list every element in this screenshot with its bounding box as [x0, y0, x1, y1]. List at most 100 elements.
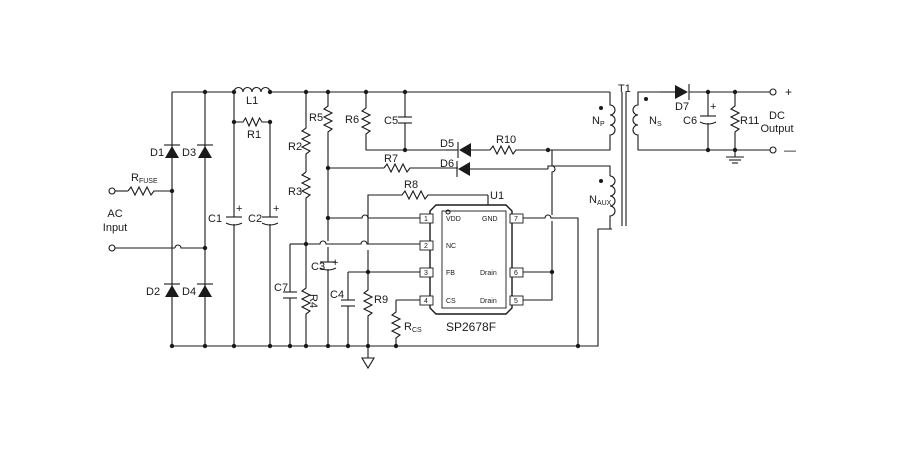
ic-pin-5-name: Drain — [480, 298, 497, 305]
ic-pin-5-num: 5 — [514, 298, 518, 305]
rfuse-label-sub: FUSE — [139, 178, 158, 185]
resistor-r9: R9 — [362, 272, 388, 346]
resistor-r3: R3 — [288, 171, 312, 244]
np-label-main: N — [592, 115, 600, 127]
c6-label: C6 — [683, 115, 697, 127]
ac-input-label-1: AC — [107, 208, 122, 220]
output-minus: — — [784, 143, 796, 157]
naux-label: NAUX — [589, 194, 612, 207]
rfuse-label-main: R — [131, 172, 139, 184]
capacitor-c1: + C1 — [208, 122, 242, 349]
rfuse-label: RFUSE — [131, 172, 158, 185]
capacitor-c3: + C3 — [311, 257, 338, 349]
capacitor-c5: C5 — [384, 92, 412, 150]
r10-label: R10 — [496, 134, 516, 146]
resistor-r5: R5 — [309, 92, 334, 150]
c6-plus: + — [710, 101, 716, 113]
output-plus: + — [785, 85, 792, 99]
resistor-r6: R6 — [345, 92, 446, 153]
l1-label: L1 — [246, 95, 258, 107]
ic-pin-1-name: VDD — [446, 216, 461, 223]
diode-d7: D7 — [660, 84, 690, 113]
r7-label: R7 — [384, 153, 398, 165]
r2-label: R2 — [288, 141, 302, 153]
c5-label: C5 — [384, 115, 398, 127]
diode-d2: D2 — [146, 283, 180, 298]
r5-label: R5 — [309, 112, 323, 124]
ic-pin-1-num: 1 — [424, 216, 428, 223]
ns-label-sub: S — [657, 121, 662, 128]
d3-label: D3 — [182, 147, 196, 159]
ground-symbol-primary — [361, 357, 375, 370]
ns-label-main: N — [649, 115, 657, 127]
transformer-t1: T1 NP NAUX NS — [589, 83, 662, 229]
resistor-rcs: RCS — [390, 300, 422, 349]
dc-output-label-1: DC — [769, 110, 785, 122]
ground-symbol-secondary — [726, 150, 744, 164]
r9-label: R9 — [374, 294, 388, 306]
r8-label: R8 — [404, 179, 418, 191]
ic-pin-7-num: 7 — [514, 216, 518, 223]
ic-pin-2-num: 2 — [424, 243, 428, 250]
c3-label: C3 — [311, 261, 325, 273]
bridge-rectifier: D1 D3 D2 D4 — [146, 89, 213, 349]
naux-label-sub: AUX — [597, 200, 612, 207]
r6-label: R6 — [345, 114, 359, 126]
c1-label: C1 — [208, 213, 222, 225]
d5-label: D5 — [440, 138, 454, 150]
np-label-sub: P — [600, 121, 605, 128]
ic-pin-4-name: CS — [446, 298, 456, 305]
t1-label: T1 — [618, 83, 631, 95]
ns-label: NS — [649, 115, 662, 128]
resistor-r2: R2 — [288, 92, 312, 172]
c4-label: C4 — [330, 289, 344, 301]
ic-pin-2-name: NC — [446, 243, 456, 250]
diode-d1: D1 — [150, 144, 180, 159]
ic-pin-3-name: FB — [446, 270, 455, 277]
dc-output-label-2: Output — [760, 123, 793, 135]
d2-label: D2 — [146, 286, 160, 298]
d7-label: D7 — [675, 101, 689, 113]
capacitor-c7: C7 — [274, 244, 297, 349]
capacitor-c2: + C2 — [248, 122, 279, 349]
naux-label-main: N — [589, 194, 597, 206]
d1-label: D1 — [150, 147, 164, 159]
resistor-r11: R11 — [729, 92, 759, 150]
diode-d3: D3 — [182, 144, 213, 159]
ic-pin-6-name: Drain — [480, 270, 497, 277]
ic-part-number: SP2678F — [446, 320, 496, 334]
resistor-r7: R7 — [383, 153, 458, 174]
diode-d5: D5 — [440, 138, 471, 158]
r3-label: R3 — [288, 186, 302, 198]
ac-input: AC Input — [103, 187, 175, 252]
diode-d4: D4 — [182, 283, 213, 298]
c2-plus: + — [273, 203, 279, 215]
resistor-rfuse: RFUSE — [127, 172, 172, 197]
np-label: NP — [592, 115, 605, 128]
diode-d6: D6 — [440, 158, 470, 177]
ic-pin-7-name: GND — [482, 216, 498, 223]
ic-pin-3-num: 3 — [424, 270, 428, 277]
ic-pin-6-num: 6 — [514, 270, 518, 277]
r1-label: R1 — [247, 129, 261, 141]
resistor-r1: R1 — [231, 92, 273, 141]
inductor-l1: L1 — [233, 86, 271, 107]
ac-input-label-2: Input — [103, 222, 127, 234]
resistor-r8: R8 — [367, 179, 488, 244]
c7-label: C7 — [274, 282, 288, 294]
ic-ref: U1 — [490, 190, 504, 202]
ic-u1: U1 SP2678F 1 2 3 4 VDD NC FB CS 7 6 5 GN… — [419, 190, 524, 334]
r11-label: R11 — [740, 115, 759, 127]
d6-label: D6 — [440, 158, 454, 170]
resistor-r4: R4 — [300, 244, 319, 349]
resistor-r10: R10 — [471, 134, 600, 156]
capacitor-c6: + C6 — [683, 92, 716, 150]
rcs-label-sub: CS — [412, 327, 422, 334]
ic-pin-4-num: 4 — [424, 298, 428, 305]
d4-label: D4 — [182, 286, 196, 298]
rcs-label: RCS — [404, 321, 422, 334]
dc-output: + — DC Output — [760, 85, 796, 157]
r4-label: R4 — [307, 294, 319, 308]
c1-plus: + — [236, 203, 242, 215]
